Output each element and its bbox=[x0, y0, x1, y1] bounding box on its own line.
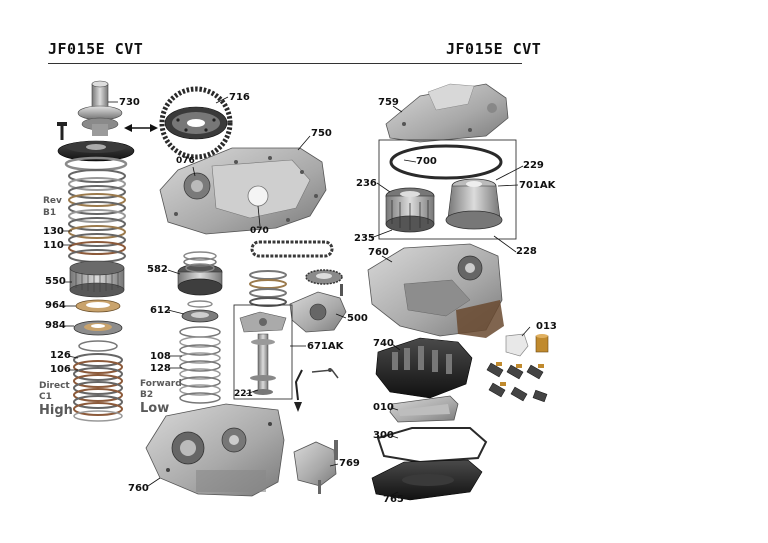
label-550: 550 bbox=[45, 276, 66, 287]
part-730-shaft bbox=[57, 80, 123, 140]
part-716-gear bbox=[159, 86, 233, 160]
group-label-low: Low bbox=[140, 401, 170, 416]
label-076: 076 bbox=[176, 156, 195, 166]
label-108: 108 bbox=[150, 351, 171, 362]
leader-lines bbox=[63, 96, 531, 497]
label-070: 070 bbox=[250, 226, 269, 236]
header-rule bbox=[48, 63, 522, 64]
label-964: 964 bbox=[45, 300, 66, 311]
label-750: 750 bbox=[311, 128, 332, 139]
group-label-c1: C1 bbox=[39, 392, 52, 402]
label-765: 765 bbox=[383, 494, 404, 505]
part-769-solenoid bbox=[293, 440, 338, 494]
label-106: 106 bbox=[50, 364, 71, 375]
label-010: 010 bbox=[373, 402, 394, 413]
label-716: 716 bbox=[229, 92, 250, 103]
part-740-valve-body bbox=[375, 337, 473, 399]
label-128: 128 bbox=[150, 363, 171, 374]
label-671AK: 671AK bbox=[307, 341, 344, 352]
label-300: 300 bbox=[373, 430, 394, 441]
part-chain bbox=[250, 240, 334, 258]
part-750-housing bbox=[159, 147, 327, 235]
label-612: 612 bbox=[150, 305, 171, 316]
part-linkage bbox=[294, 368, 339, 412]
part-236-pulley bbox=[385, 187, 435, 233]
label-235: 235 bbox=[354, 233, 375, 244]
part-759-side-cover bbox=[385, 83, 509, 143]
title-right: JF015E CVT bbox=[446, 40, 542, 58]
group-label-rev: Rev bbox=[43, 196, 62, 206]
label-582: 582 bbox=[147, 264, 168, 275]
rev-b1-discs bbox=[68, 169, 126, 263]
solenoid-set bbox=[486, 362, 548, 403]
label-760-upper: 760 bbox=[368, 247, 389, 258]
label-769: 769 bbox=[339, 458, 360, 469]
part-964-thrust bbox=[75, 299, 121, 313]
label-984: 984 bbox=[45, 320, 66, 331]
part-760-case-upper bbox=[367, 243, 504, 338]
part-300-pan-gasket bbox=[376, 427, 488, 464]
group-label-b2: B2 bbox=[140, 390, 154, 400]
label-701AK: 701AK bbox=[519, 180, 556, 191]
label-500: 500 bbox=[347, 313, 368, 324]
kit-671AK-box bbox=[233, 304, 293, 400]
middle-small-rings bbox=[249, 270, 287, 307]
part-984-bearing bbox=[73, 320, 123, 336]
label-760-lower: 760 bbox=[128, 483, 149, 494]
part-reverse-brake-hub bbox=[57, 140, 135, 172]
part-550-drum bbox=[69, 260, 125, 298]
part-013-filter bbox=[505, 333, 549, 357]
part-582-drum bbox=[177, 251, 223, 296]
direct-c1-discs bbox=[73, 340, 123, 422]
label-110: 110 bbox=[43, 240, 64, 251]
label-236: 236 bbox=[356, 178, 377, 189]
title-left: JF015E CVT bbox=[48, 40, 144, 58]
forward-b2-discs bbox=[179, 326, 221, 404]
label-221: 221 bbox=[234, 389, 253, 399]
label-126: 126 bbox=[50, 350, 71, 361]
label-229: 229 bbox=[523, 160, 544, 171]
label-740: 740 bbox=[373, 338, 394, 349]
group-label-direct: Direct bbox=[39, 381, 70, 391]
part-500-oil-pump bbox=[289, 284, 347, 333]
part-010-oil-strainer bbox=[389, 395, 459, 423]
part-612-planetary bbox=[181, 300, 219, 323]
label-700: 700 bbox=[416, 156, 437, 167]
part-229-pulley bbox=[445, 178, 503, 230]
arrow-730-716 bbox=[124, 124, 158, 132]
label-759: 759 bbox=[378, 97, 399, 108]
kit-701AK-box bbox=[378, 139, 517, 240]
label-228: 228 bbox=[516, 246, 537, 257]
part-700-gasket bbox=[389, 144, 503, 180]
label-730: 730 bbox=[119, 97, 140, 108]
label-013: 013 bbox=[536, 321, 557, 332]
part-765-oil-pan bbox=[371, 459, 483, 501]
part-760-case-lower bbox=[145, 403, 285, 497]
group-label-b1: B1 bbox=[43, 208, 57, 218]
label-130: 130 bbox=[43, 226, 64, 237]
group-label-high: High bbox=[39, 403, 73, 418]
group-label-forward: Forward bbox=[140, 379, 182, 389]
part-sprocket bbox=[305, 269, 343, 285]
